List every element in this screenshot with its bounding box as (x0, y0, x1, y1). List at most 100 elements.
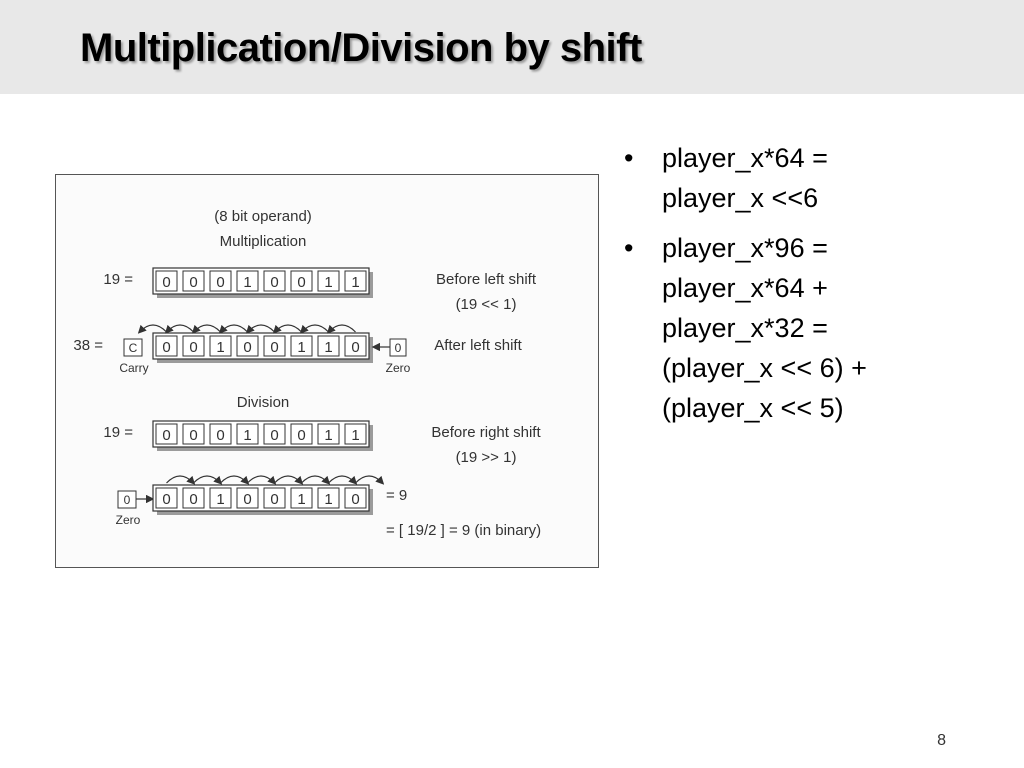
bit-value: 0 (189, 491, 197, 508)
bit-cell (263, 487, 286, 509)
bit-cell (236, 487, 259, 509)
bullet-line: player_x*64 = (662, 143, 828, 173)
bit-value: 0 (162, 339, 170, 356)
carry-bit-box (123, 338, 143, 357)
shift-arrow (218, 324, 248, 334)
shift-arrow (328, 475, 358, 485)
bit-cell (209, 423, 232, 445)
bit-cell (182, 335, 205, 357)
bit-cell (317, 423, 340, 445)
bit-cell (182, 487, 205, 509)
bit-value: 0 (270, 427, 278, 444)
bit-cell (263, 270, 286, 292)
bit-value: 0 (270, 339, 278, 356)
mult-before-note-shift: (19 << 1) (456, 296, 517, 313)
bit-value: 1 (216, 491, 224, 508)
div-result-explained: = [ 19/2 ] = 9 (in binary) (386, 522, 541, 539)
shift-arrow (166, 475, 196, 485)
bit-value: 1 (324, 491, 332, 508)
carry-label: Carry (119, 361, 148, 375)
bit-value: 0 (297, 427, 305, 444)
bit-cell (263, 335, 286, 357)
carry-bit: C (129, 341, 138, 355)
mult-before-note: Before left shift (436, 271, 537, 288)
bullet-list: player_x*64 = player_x <<6 player_x*96 =… (620, 138, 1000, 438)
bullet-line: (player_x << 6) + (662, 353, 867, 383)
zero-label: Zero (386, 361, 411, 375)
shift-arrow (247, 475, 277, 485)
shift-arrow (245, 324, 275, 334)
bit-cell (155, 423, 178, 445)
mult-shift-arrows (137, 324, 356, 334)
bit-cell (290, 423, 313, 445)
bit-cell (317, 270, 340, 292)
bit-value: 0 (189, 339, 197, 356)
div-shift-arrows (166, 475, 385, 485)
bit-cell (344, 270, 367, 292)
bit-value: 1 (243, 274, 251, 291)
bullet-line: player_x <<6 (662, 183, 819, 213)
bit-cell (236, 270, 259, 292)
bit-cell (290, 335, 313, 357)
bit-cell (209, 270, 232, 292)
mult-after-label: 38 = (73, 337, 103, 354)
bit-value: 1 (324, 339, 332, 356)
bit-value: 0 (351, 491, 359, 508)
bit-cell (182, 423, 205, 445)
bit-value: 0 (162, 274, 170, 291)
shift-arrow (355, 475, 385, 485)
bit-value: 0 (189, 427, 197, 444)
shift-diagram: (8 bit operand) Multiplication 19 = 0 0 0 1… (55, 174, 599, 568)
bit-cell (209, 335, 232, 357)
div-before-note: Before right shift (431, 424, 541, 441)
bit-value: 0 (270, 491, 278, 508)
shift-arrow (274, 475, 304, 485)
bit-value: 0 (162, 491, 170, 508)
bit-cell (155, 270, 178, 292)
bit-cell (155, 487, 178, 509)
shift-arrow (164, 324, 194, 334)
bit-value: 1 (297, 491, 305, 508)
bit-value: 1 (351, 274, 359, 291)
bullet-item: player_x*96 = player_x*64 + player_x*32 … (620, 228, 1000, 428)
shift-arrow (301, 475, 331, 485)
diagram-header-line2: Multiplication (220, 233, 307, 250)
shift-arrow (191, 324, 221, 334)
shift-arrow (220, 475, 250, 485)
shift-arrow (326, 324, 356, 334)
title-bar: Multiplication/Division by shift (0, 0, 1024, 94)
slide-title: Multiplication/Division by shift (80, 26, 642, 70)
bit-value: 0 (216, 427, 224, 444)
mult-before-label: 19 = (103, 271, 133, 288)
diagram-header-line1: (8 bit operand) (214, 208, 312, 225)
bit-value: 0 (297, 274, 305, 291)
bit-cell (155, 335, 178, 357)
bit-cell (263, 423, 286, 445)
bit-value: 0 (162, 427, 170, 444)
bit-cell (290, 270, 313, 292)
zero-bit: 0 (395, 341, 402, 355)
bit-value: 1 (324, 274, 332, 291)
bit-cell (236, 423, 259, 445)
bit-cell (209, 487, 232, 509)
shift-arrow (193, 475, 223, 485)
div-zero-bit: 0 (124, 493, 131, 507)
div-result: = 9 (386, 487, 407, 504)
bit-cell (317, 335, 340, 357)
bit-value: 1 (243, 427, 251, 444)
bit-value: 0 (189, 274, 197, 291)
page-number: 8 (937, 732, 946, 749)
bit-value: 1 (216, 339, 224, 356)
division-title: Division (237, 394, 290, 411)
bullet-line: (player_x << 5) (662, 393, 844, 423)
div-before-note-shift: (19 >> 1) (456, 449, 517, 466)
shift-arrow (137, 324, 167, 334)
bit-cell (317, 487, 340, 509)
bullet-line: player_x*32 = (662, 313, 828, 343)
bit-value: 1 (351, 427, 359, 444)
bit-cell (344, 423, 367, 445)
bit-cell (236, 335, 259, 357)
